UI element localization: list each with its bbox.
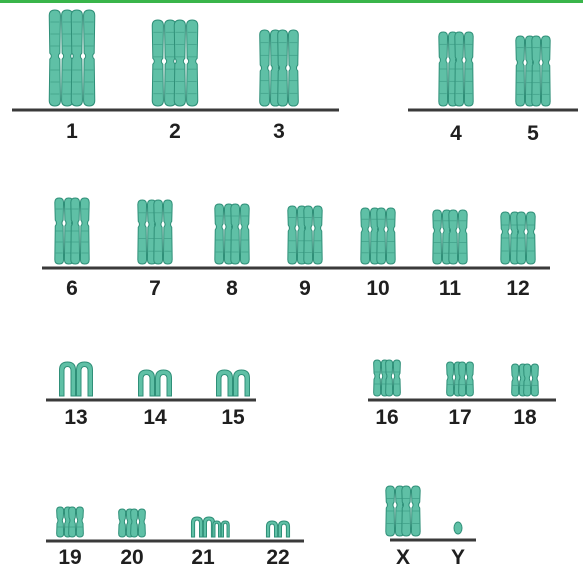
chromosome-22 xyxy=(266,521,289,537)
chromosome-21 xyxy=(191,517,214,537)
chromosome-y xyxy=(454,522,462,534)
chromosome-label-4: 4 xyxy=(450,122,462,145)
chromosome-label-9: 9 xyxy=(299,277,311,300)
chromosome-17 xyxy=(447,362,474,396)
chromosome-16 xyxy=(374,360,401,396)
chromosome-10 xyxy=(361,208,395,264)
chromosome-label-2: 2 xyxy=(169,120,181,143)
chromosome-label-3: 3 xyxy=(273,120,285,143)
chromosome-label-10: 10 xyxy=(366,277,389,300)
chromosome-label-13: 13 xyxy=(64,406,87,429)
chromosome-label-16: 16 xyxy=(375,406,398,429)
chromosome-label-15: 15 xyxy=(221,406,245,429)
chromosome-20 xyxy=(119,509,146,537)
chromosome-15 xyxy=(217,370,250,396)
chromosome-1 xyxy=(49,10,95,106)
chromosome-7 xyxy=(138,200,172,264)
chromosome-label-21: 21 xyxy=(191,546,215,569)
chromosome-8 xyxy=(215,204,249,264)
chromosome-x xyxy=(386,486,420,536)
chromosome-5 xyxy=(516,36,550,106)
chromosome-11 xyxy=(433,210,467,264)
chromosome-label-6: 6 xyxy=(66,277,78,300)
chromosome-label-17: 17 xyxy=(448,406,471,429)
chromosome-label-x: X xyxy=(396,546,410,569)
chromosome-label-14: 14 xyxy=(143,406,167,429)
chromosome-label-7: 7 xyxy=(149,277,161,300)
chromosome-label-1: 1 xyxy=(66,120,78,143)
chromosome-4 xyxy=(439,32,473,106)
chromosome-19 xyxy=(57,507,84,537)
chromosome-label-20: 20 xyxy=(120,546,143,569)
chromosome-label-y: Y xyxy=(451,546,465,569)
chromosome-13 xyxy=(60,362,93,396)
chromosome-18 xyxy=(512,364,539,396)
chromosome-label-22: 22 xyxy=(266,546,289,569)
chromosome-label-5: 5 xyxy=(527,122,539,145)
chromosome-label-19: 19 xyxy=(58,546,81,569)
chromosome-12 xyxy=(501,212,535,264)
chromosome-label-12: 12 xyxy=(506,277,529,300)
chromosome-3 xyxy=(260,30,299,106)
chromosome-21-extra-copy xyxy=(213,521,230,537)
chromosome-2 xyxy=(152,20,198,106)
baselines xyxy=(12,110,578,541)
chromosome-14 xyxy=(139,370,172,396)
chromosome-label-18: 18 xyxy=(513,406,537,429)
chromosome-label-8: 8 xyxy=(226,277,238,300)
chromosomes xyxy=(49,10,550,537)
chromosome-label-11: 11 xyxy=(439,277,462,300)
chromosome-9 xyxy=(288,206,322,264)
chromosome-6 xyxy=(55,198,89,264)
